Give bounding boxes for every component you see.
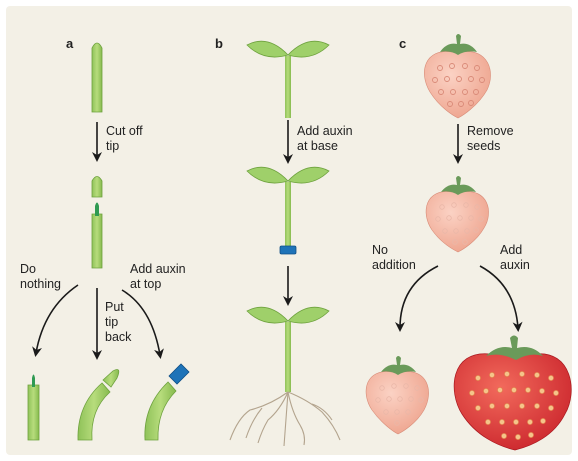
seedling-3-stem — [285, 322, 291, 392]
result-auxin-top-stem — [145, 382, 176, 440]
seedling-3-leaf-left — [247, 307, 288, 323]
panel-c-label: c — [399, 36, 406, 51]
coleoptile-intact — [92, 43, 102, 112]
result-no-growth-stem — [28, 385, 39, 440]
seedling-3-leaf-right — [288, 307, 329, 323]
label-do-nothing: Do nothing — [20, 262, 61, 292]
roots — [230, 392, 340, 446]
label-add-auxin: Add auxin — [500, 243, 530, 273]
panel-a-drawing — [28, 43, 189, 440]
panel-c-drawing — [366, 34, 571, 450]
label-put-tip-back: Put tip back — [105, 300, 131, 345]
label-remove-seeds: Remove seeds — [467, 124, 514, 154]
seedling-1-stem — [285, 56, 291, 118]
panel-b-label: b — [215, 36, 223, 51]
seedling-1-leaf-left — [247, 41, 288, 57]
label-no-addition: No addition — [372, 243, 416, 273]
seedling-2-leaf-right — [288, 167, 329, 183]
label-add-auxin-at-base: Add auxin at base — [297, 124, 353, 154]
seedling-1-leaf-right — [288, 41, 329, 57]
auxin-block-base — [280, 246, 296, 254]
seedling-2-stem — [285, 182, 291, 246]
label-add-auxin-at-top: Add auxin at top — [130, 262, 186, 292]
panel-b-drawing — [230, 41, 340, 446]
strawberry-seeded — [424, 34, 490, 118]
strawberry-seedless — [426, 176, 489, 252]
result-tip-back-stem — [78, 383, 110, 440]
strawberry-large-red — [454, 336, 571, 451]
decapitated-stem — [92, 214, 102, 268]
arrow-no-addition — [400, 266, 438, 328]
arrow-do-nothing — [36, 285, 78, 353]
cut-tip — [92, 177, 102, 198]
result-no-growth-tissue — [32, 375, 35, 388]
seedling-2-leaf-left — [247, 167, 288, 183]
panel-a-label: a — [66, 36, 73, 51]
label-cut-off-tip: Cut off tip — [106, 124, 143, 154]
arrow-add-auxin — [480, 266, 518, 328]
auxin-block-top — [169, 364, 189, 384]
result-tip-back-tip — [103, 370, 119, 387]
inner-tissue — [95, 203, 99, 217]
strawberry-small-pale — [366, 356, 429, 434]
